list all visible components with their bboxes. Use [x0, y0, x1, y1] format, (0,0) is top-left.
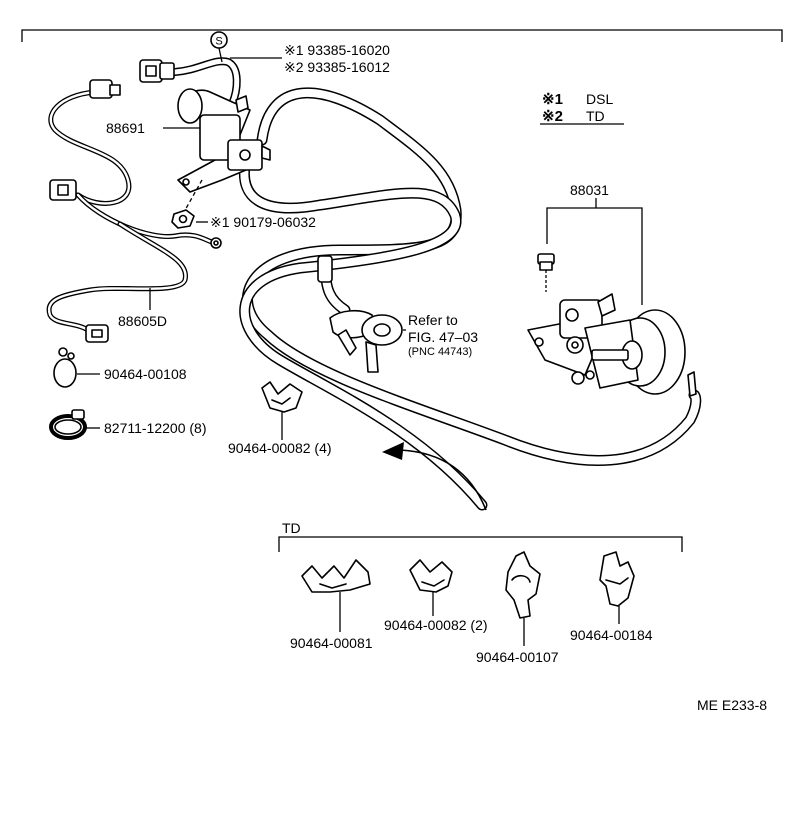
- nut-90179-06032: [171, 209, 195, 229]
- refer-line2: FIG. 47–03: [408, 329, 478, 345]
- bolt-guide: [183, 179, 203, 213]
- vsv-88691: [177, 88, 271, 193]
- label-90179-06032: ※1 90179-06032: [210, 214, 316, 230]
- clip-90464-00081: [301, 559, 371, 593]
- label-82711-12200: 82711-12200 (8): [104, 420, 206, 436]
- clamp-82711-12200: [49, 409, 87, 440]
- td-title: TD: [282, 520, 301, 536]
- refer-line1: Refer to: [408, 312, 458, 328]
- s-marker: S: [210, 31, 228, 49]
- diagram-id: ME E233-8: [697, 697, 767, 713]
- label-90464-00081: 90464-00081: [290, 635, 373, 651]
- vsv-hose: [171, 57, 241, 108]
- note2-mark: ※2: [542, 108, 563, 125]
- s-marker-label: S: [215, 36, 222, 48]
- clip-90464-00108: [53, 347, 77, 388]
- note2-text: TD: [586, 108, 605, 124]
- actuator-bolt: [537, 253, 555, 292]
- vacuum-hose-main: [242, 87, 702, 466]
- vsv-hose-connector: [139, 59, 175, 83]
- actuator-88031: [527, 293, 697, 397]
- label-90464-00107: 90464-00107: [476, 649, 559, 665]
- label-88031: 88031: [570, 182, 609, 198]
- refer-line3: (PNC 44743): [408, 346, 472, 358]
- note1-mark: ※1: [542, 91, 563, 108]
- actuator-bracket-leader: [546, 207, 643, 305]
- label-88691: 88691: [106, 120, 145, 136]
- label-93385-16012: ※2 93385-16012: [284, 59, 390, 75]
- label-93385-16020: ※1 93385-16020: [284, 42, 390, 58]
- frame-bracket: [21, 29, 783, 42]
- clip-90464-00082-td: [409, 559, 453, 593]
- label-90464-00082-4: 90464-00082 (4): [228, 440, 332, 456]
- label-88605D: 88605D: [118, 313, 167, 329]
- label-90464-00184: 90464-00184: [570, 627, 653, 643]
- direction-arrow: [399, 449, 487, 511]
- tee-fitting: [317, 255, 403, 373]
- td-bracket: [278, 536, 683, 552]
- label-90464-00108: 90464-00108: [104, 366, 187, 382]
- wire-harness-88605D: [46, 79, 222, 343]
- clip-90464-00107: [505, 551, 541, 619]
- label-90464-00082-2: 90464-00082 (2): [384, 617, 488, 633]
- s-marker-leader: [218, 47, 223, 63]
- direction-arrowhead: [382, 442, 404, 460]
- clip-90464-00082-upper: [261, 381, 303, 413]
- note1-text: DSL: [586, 91, 613, 107]
- vacuum-hose-secondary: [238, 159, 488, 511]
- clip-90464-00184: [599, 551, 635, 607]
